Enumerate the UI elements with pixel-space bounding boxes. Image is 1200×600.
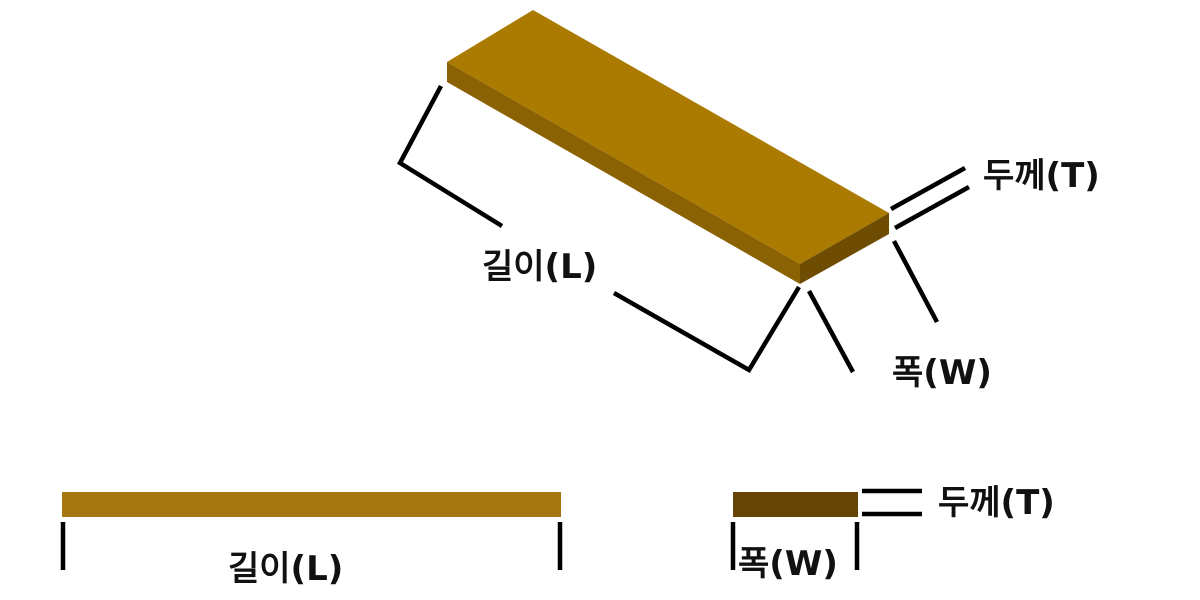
iso-length-bracket-lower	[612, 285, 801, 374]
cross-section-bar	[733, 492, 858, 517]
iso-length-bracket-upper	[397, 84, 504, 228]
plank-front-face	[447, 62, 800, 284]
iso-thickness-line-lower	[893, 185, 971, 230]
plank-top-face	[447, 10, 889, 264]
iso-length-label: 길이(L)	[482, 247, 597, 287]
iso-width-dimension	[807, 239, 939, 374]
section-width-label: 폭(W)	[738, 544, 838, 584]
section-width-dimension	[730, 522, 860, 570]
side-view-length-label: 길이(L)	[228, 549, 343, 589]
section-thickness-label: 두께(T)	[938, 483, 1055, 523]
side-view-bar	[62, 492, 561, 517]
iso-width-line-left	[807, 289, 855, 374]
iso-length-dimension	[397, 84, 801, 374]
iso-width-label: 폭(W)	[892, 353, 992, 393]
iso-thickness-label: 두께(T)	[983, 156, 1100, 196]
iso-thickness-dimension	[889, 166, 971, 230]
side-view-length-dimension	[60, 522, 563, 570]
plank-end-face	[800, 213, 889, 284]
isometric-plank	[447, 10, 889, 284]
section-thickness-dimension	[862, 488, 922, 517]
iso-width-line-right	[892, 239, 939, 324]
iso-thickness-line-upper	[889, 166, 967, 211]
